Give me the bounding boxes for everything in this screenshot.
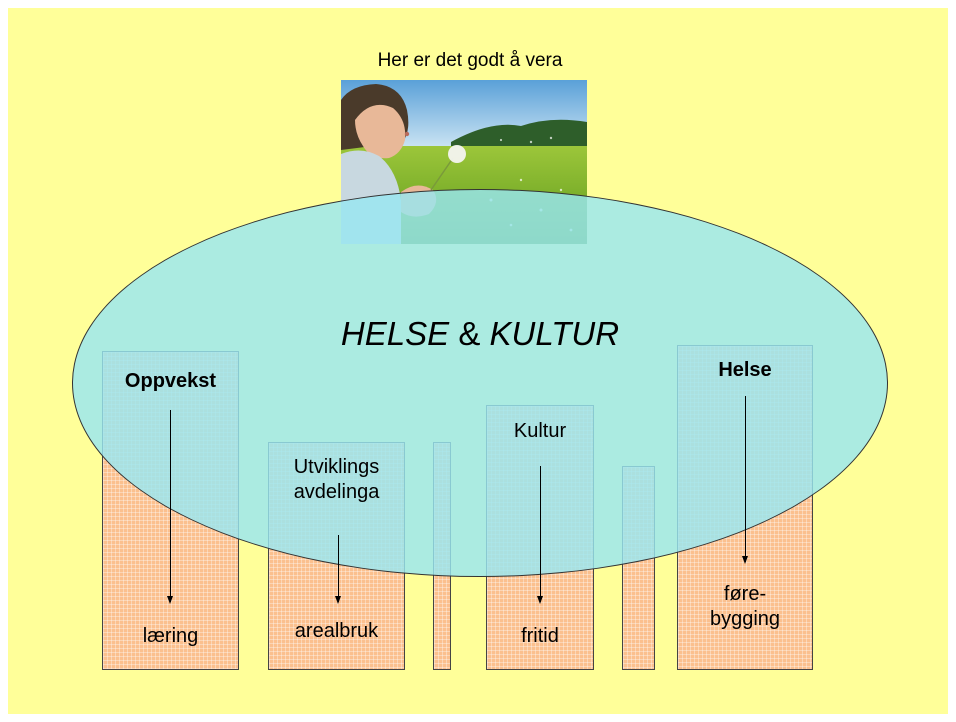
title-kultur: KULTUR bbox=[489, 315, 620, 352]
oppvekst-label: Oppvekst bbox=[124, 370, 217, 392]
utviklings-label: Utviklings avdelinga bbox=[268, 455, 405, 505]
helse-kultur-ellipse bbox=[72, 189, 888, 577]
title-helse: HELSE bbox=[340, 315, 450, 352]
helse-arrow bbox=[742, 396, 748, 564]
oppvekst-arrow bbox=[167, 410, 173, 604]
center-title: HELSE & KULTUR bbox=[260, 315, 700, 353]
forebygging-line1: føre- bbox=[723, 583, 767, 605]
utviklings-label-line1: Utviklings bbox=[293, 456, 380, 478]
forebygging-line2: bygging bbox=[709, 608, 781, 630]
helse-label: Helse bbox=[718, 359, 772, 381]
utviklings-label-line2: avdelinga bbox=[293, 481, 380, 503]
arealbruk-label: arealbruk bbox=[294, 620, 379, 642]
forebygging-label: føre- bygging bbox=[677, 582, 813, 632]
title-ampersand: & bbox=[458, 315, 481, 352]
photo-caption: Her er det godt å vera bbox=[377, 50, 563, 71]
utviklings-arrow bbox=[335, 535, 341, 604]
kultur-arrow bbox=[537, 466, 543, 604]
kultur-label: Kultur bbox=[513, 420, 567, 442]
fritid-label: fritid bbox=[521, 625, 559, 647]
laering-label: læring bbox=[142, 625, 199, 647]
